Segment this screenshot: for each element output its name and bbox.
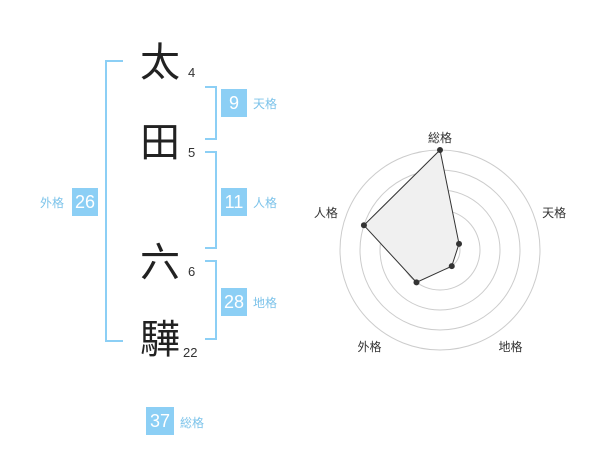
radar-point-5 <box>360 222 367 229</box>
stroke-count-2: 5 <box>188 145 196 160</box>
tenkaku-label: 天格 <box>253 97 278 111</box>
radar-axis-label-4: 外格 <box>357 339 381 354</box>
name-char-3: 六 <box>140 240 180 286</box>
radar-axis-label-5: 人格 <box>314 205 338 220</box>
chikaku-label: 地格 <box>253 296 278 310</box>
radar-point-4 <box>413 279 420 286</box>
name-char-4: 驊 <box>140 317 180 363</box>
chikaku-value: 28 <box>221 288 247 316</box>
stroke-count-3: 6 <box>188 264 196 279</box>
radar-axis-label-2: 天格 <box>542 205 566 220</box>
radar-axis-label-3: 地格 <box>499 339 523 354</box>
radar-point-2 <box>456 240 463 247</box>
radar-point-1 <box>437 147 443 153</box>
tenkaku-value: 9 <box>221 89 247 117</box>
soukaku-label: 総格 <box>180 416 205 430</box>
jinkaku-label: 人格 <box>253 196 278 210</box>
stroke-count-1: 4 <box>188 65 196 80</box>
gaikaku-label: 外格 <box>40 196 65 210</box>
jinkaku-value: 11 <box>221 188 247 216</box>
soukaku-value: 37 <box>146 407 174 435</box>
name-char-1: 太 <box>140 40 180 86</box>
radar-point-3 <box>448 263 455 270</box>
gaikaku-value: 26 <box>72 188 98 216</box>
radar-axis-label-1: 総格 <box>428 130 452 145</box>
stroke-count-4: 22 <box>183 345 198 360</box>
radar-value-polygon <box>363 148 460 283</box>
jinkaku-bracket <box>205 151 217 249</box>
name-char-2: 田 <box>140 120 180 166</box>
gaikaku-bracket <box>105 60 123 342</box>
chikaku-bracket <box>205 260 217 340</box>
tenkaku-bracket <box>205 86 217 140</box>
